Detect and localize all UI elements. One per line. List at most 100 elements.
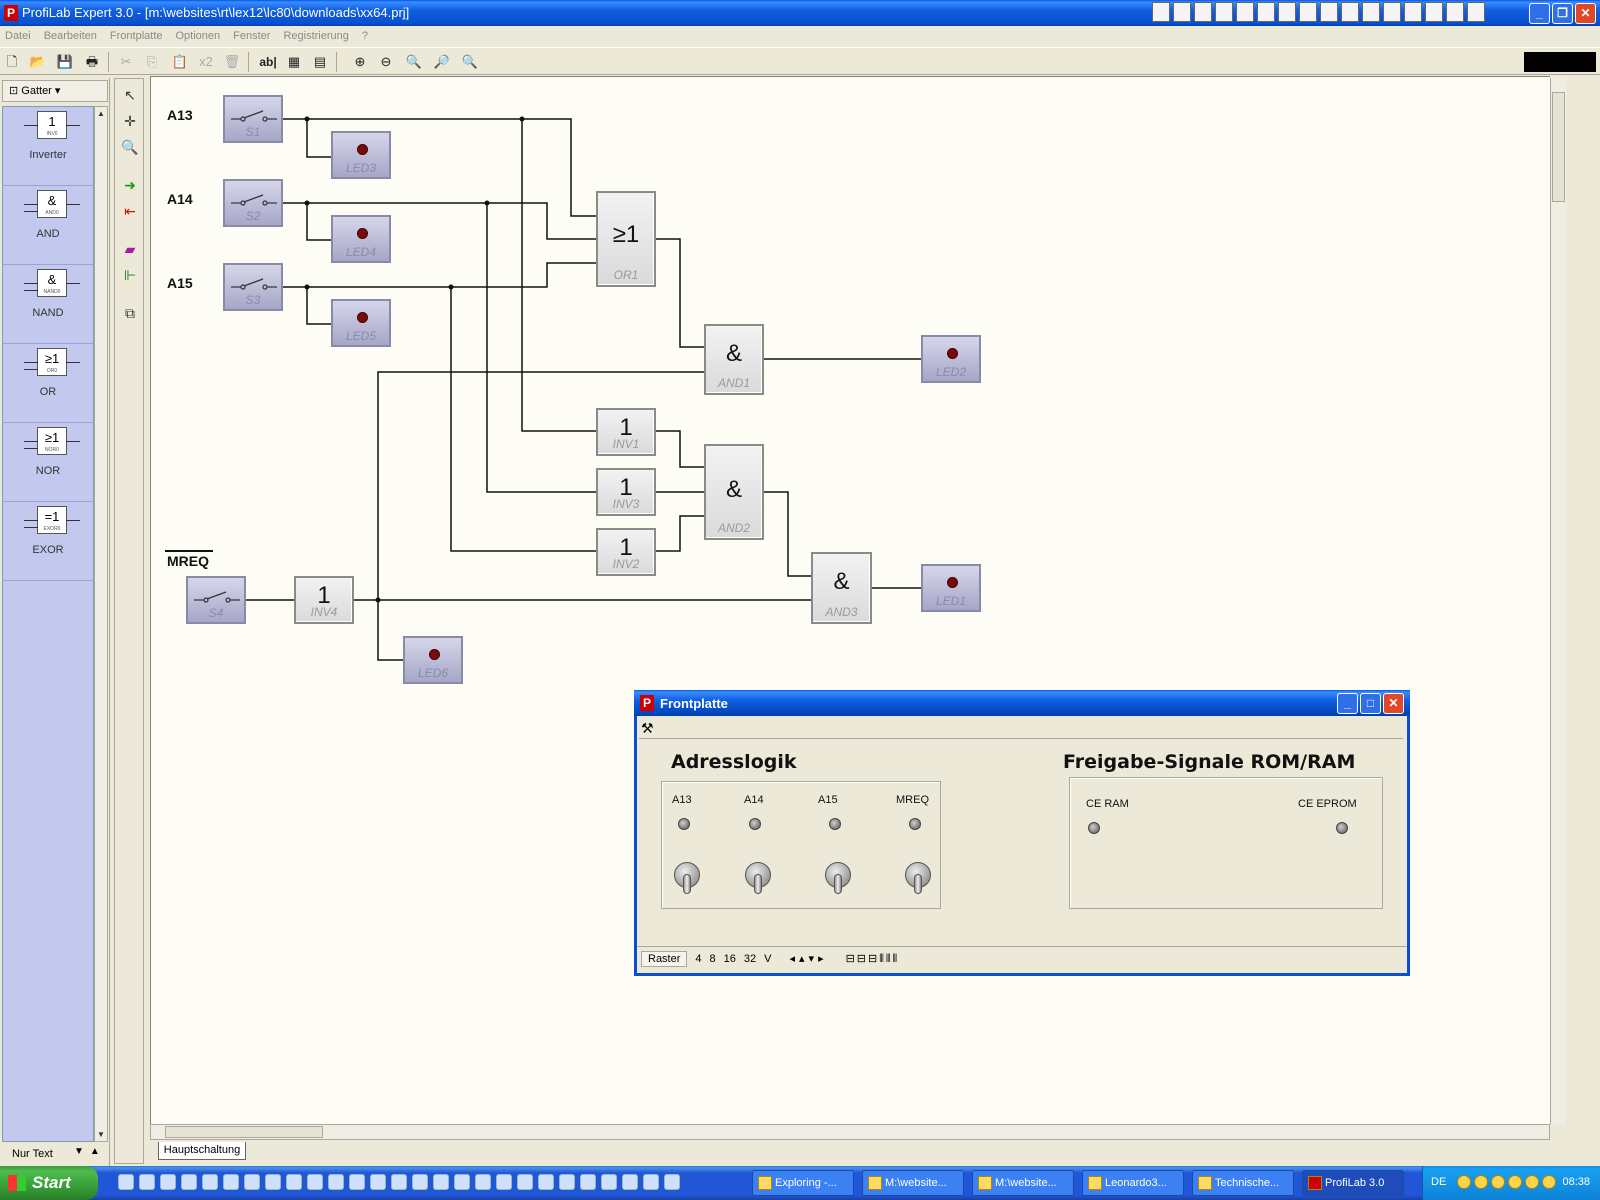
gate-inv1[interactable]: 1 INV1 [596,408,656,456]
menu-frontplatte[interactable]: Frontplatte [109,30,163,42]
menu-datei[interactable]: Datei [5,30,31,42]
toggle-switch-a13[interactable] [674,862,700,896]
led-led2[interactable]: LED2 [921,335,981,383]
quick-launch-icon[interactable] [349,1174,365,1190]
quick-launch-icon[interactable] [517,1174,533,1190]
zoom-fit-icon[interactable]: 🔎 [433,54,451,69]
gate-or1[interactable]: ≥1 OR1 [596,191,656,287]
tray-app-icon[interactable] [1236,2,1254,22]
tray-app-icon[interactable] [1278,2,1296,22]
taskbar-item-leonardo[interactable]: Leonardo3... [1082,1170,1184,1196]
minimize-button[interactable]: _ [1337,693,1358,714]
start-button[interactable]: Start [0,1166,98,1200]
signal-icon[interactable]: ▰ [124,241,136,257]
tray-app-icon[interactable] [1362,2,1380,22]
tray-app-icon[interactable] [1341,2,1359,22]
led-led5[interactable]: LED5 [331,299,391,347]
delete-icon[interactable]: 🗑 [223,54,241,69]
raster-option-8[interactable]: 8 [709,952,716,965]
raster-option-32[interactable]: 32 [743,952,757,965]
switch-s2[interactable]: S2 [223,179,283,227]
switch-s4[interactable]: S4 [186,576,246,624]
tray-app-icon[interactable] [1215,2,1233,22]
gate-and2[interactable]: & AND2 [704,444,764,540]
cut-icon[interactable]: ✂ [120,54,132,69]
quick-launch-icon[interactable] [328,1174,344,1190]
palette-category-dropdown[interactable]: ⊡ Gatter ▾ [2,80,108,102]
quick-launch-icon[interactable] [118,1174,134,1190]
quick-launch-icon[interactable] [307,1174,323,1190]
raster-option-v[interactable]: V [764,952,772,965]
tray-app-icon[interactable] [1425,2,1443,22]
macro-icon[interactable]: ⧉ [125,305,135,321]
tray-app-icon[interactable] [1446,2,1464,22]
led-led3[interactable]: LED3 [331,131,391,179]
tray-app-icon[interactable] [1257,2,1275,22]
tray-app-icon[interactable] [1299,2,1317,22]
quick-launch-icon[interactable] [601,1174,617,1190]
quick-launch-icon[interactable] [454,1174,470,1190]
switch-s3[interactable]: S3 [223,263,283,311]
run-arrow-icon[interactable]: ➜ [124,177,136,193]
gate-inv4[interactable]: 1 INV4 [294,576,354,624]
grid-icon[interactable]: ▦ [287,54,301,69]
tray-icon[interactable] [1525,1175,1539,1189]
toggle-switch-mreq[interactable] [905,862,931,896]
menu-registrierung[interactable]: Registrierung [283,30,349,42]
tray-app-icon[interactable] [1152,2,1170,22]
quick-launch-icon[interactable] [139,1174,155,1190]
raster-option-16[interactable]: 16 [723,952,736,965]
maximize-button[interactable]: □ [1360,693,1381,714]
zoom-out-icon[interactable]: ⊖ [380,54,392,69]
taskbar-item-exploring[interactable]: Exploring -... [752,1170,854,1196]
menu-bearbeiten[interactable]: Bearbeiten [43,30,97,42]
quick-launch-icon[interactable] [181,1174,197,1190]
gate-inv3[interactable]: 1 INV3 [596,468,656,516]
menu-optionen[interactable]: Optionen [175,30,221,42]
scroll-thumb[interactable] [1552,92,1565,202]
quick-launch-icon[interactable] [244,1174,260,1190]
quick-launch-icon[interactable] [412,1174,428,1190]
stop-icon[interactable]: ⇤ [124,203,136,219]
led-led6[interactable]: LED6 [403,636,463,684]
quick-launch-icon[interactable] [559,1174,575,1190]
tray-icon[interactable] [1542,1175,1556,1189]
tray-app-icon[interactable] [1173,2,1191,22]
zoom-reset-icon[interactable]: 🔍 [461,54,479,69]
list-icon[interactable]: ▤ [313,54,327,69]
scroll-thumb[interactable] [165,1126,323,1138]
close-button[interactable]: ✕ [1575,3,1596,24]
quick-launch-icon[interactable] [496,1174,512,1190]
probe-icon[interactable]: ⊩ [123,267,137,283]
align-tools-icon[interactable]: ⊟⊟⊟⫴⫴⫴ [845,952,900,965]
palette-item-nand[interactable]: &NAND0 NAND [3,265,93,344]
quick-launch-icon[interactable] [538,1174,554,1190]
tray-app-icon[interactable] [1467,2,1485,22]
duplicate-button[interactable]: x2 [199,54,213,69]
raster-option-4[interactable]: 4 [695,952,702,965]
gate-and1[interactable]: & AND1 [704,324,764,395]
scroll-up-icon[interactable]: ▲ [97,109,105,118]
taskbar-item-profilab[interactable]: ProfiLab 3.0 [1302,1170,1404,1196]
switch-s1[interactable]: S1 [223,95,283,143]
zoom-icon[interactable]: 🔍 [405,54,423,69]
save-icon[interactable]: 💾 [56,54,74,69]
magnifier-icon[interactable]: 🔍 [121,139,139,155]
quick-launch-icon[interactable] [202,1174,218,1190]
led-led4[interactable]: LED4 [331,215,391,263]
scroll-down-icon[interactable]: ▼ [97,1130,105,1139]
palette-scrollbar[interactable]: ▲ ▼ [94,106,108,1142]
open-folder-icon[interactable]: 📂 [29,54,47,69]
quick-launch-icon[interactable] [160,1174,176,1190]
restore-button[interactable]: ❐ [1552,3,1573,24]
minimize-button[interactable]: _ [1529,3,1550,24]
quick-launch-icon[interactable] [391,1174,407,1190]
quick-launch-icon[interactable] [643,1174,659,1190]
quick-launch-icon[interactable] [664,1174,680,1190]
paste-icon[interactable]: 📋 [171,54,189,69]
gate-and3[interactable]: & AND3 [811,552,872,624]
tray-app-icon[interactable] [1320,2,1338,22]
